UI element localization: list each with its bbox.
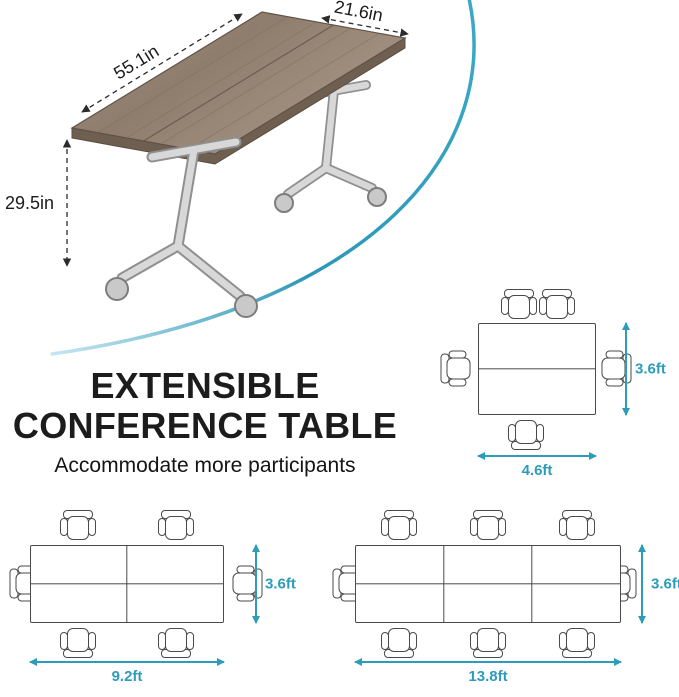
chair-icon (559, 625, 595, 658)
height-dimension-label: 29.5in (5, 193, 55, 213)
table-top-view (355, 545, 621, 623)
chair-icon (230, 565, 263, 602)
caster-wheel-icon (367, 187, 387, 207)
depth-dimension-value: 3.6ft (651, 575, 679, 593)
decorative-arc (50, 0, 476, 356)
conference-table-3d-illustration (62, 11, 409, 318)
layout-diagram-double: 3.6ft 9.2ft (8, 500, 310, 694)
caster-wheel-icon (274, 193, 294, 213)
chair-icon (508, 417, 544, 450)
chair-icon (60, 510, 96, 543)
chair-icon (440, 350, 474, 387)
heading-block: EXTENSIBLE CONFERENCE TABLE Accommodate … (0, 365, 410, 478)
chair-icon (470, 510, 506, 543)
subtitle: Accommodate more participants (54, 453, 356, 477)
chair-icon (501, 289, 537, 322)
title-line-1: EXTENSIBLE (90, 365, 320, 406)
layout-diagram-triple: 3.6ft 13.8ft (330, 500, 679, 694)
chair-icon (559, 510, 595, 543)
chair-icon (60, 625, 96, 658)
chair-icon (470, 625, 506, 658)
depth-dimension-value: 3.6ft (635, 360, 666, 378)
width-dimension-value: 13.8ft (468, 668, 508, 685)
depth-dimension-value: 3.6ft (265, 575, 296, 593)
table-top-view (478, 323, 596, 415)
chair-icon (158, 510, 194, 543)
width-dimension-value: 4.6ft (521, 462, 553, 479)
chair-icon (539, 289, 575, 322)
caster-wheel-icon (234, 294, 258, 318)
front-leg (105, 136, 258, 318)
caster-wheel-icon (105, 277, 129, 301)
title-line-2: CONFERENCE TABLE (12, 405, 398, 447)
chair-icon (158, 625, 194, 658)
chair-icon (381, 625, 417, 658)
width-dimension-value: 9.2ft (111, 668, 143, 685)
dimension-arrow-lines (62, 13, 409, 267)
table-top-view (30, 545, 224, 623)
layout-diagram-single: 3.6ft 4.6ft (438, 286, 679, 488)
chair-icon (381, 510, 417, 543)
